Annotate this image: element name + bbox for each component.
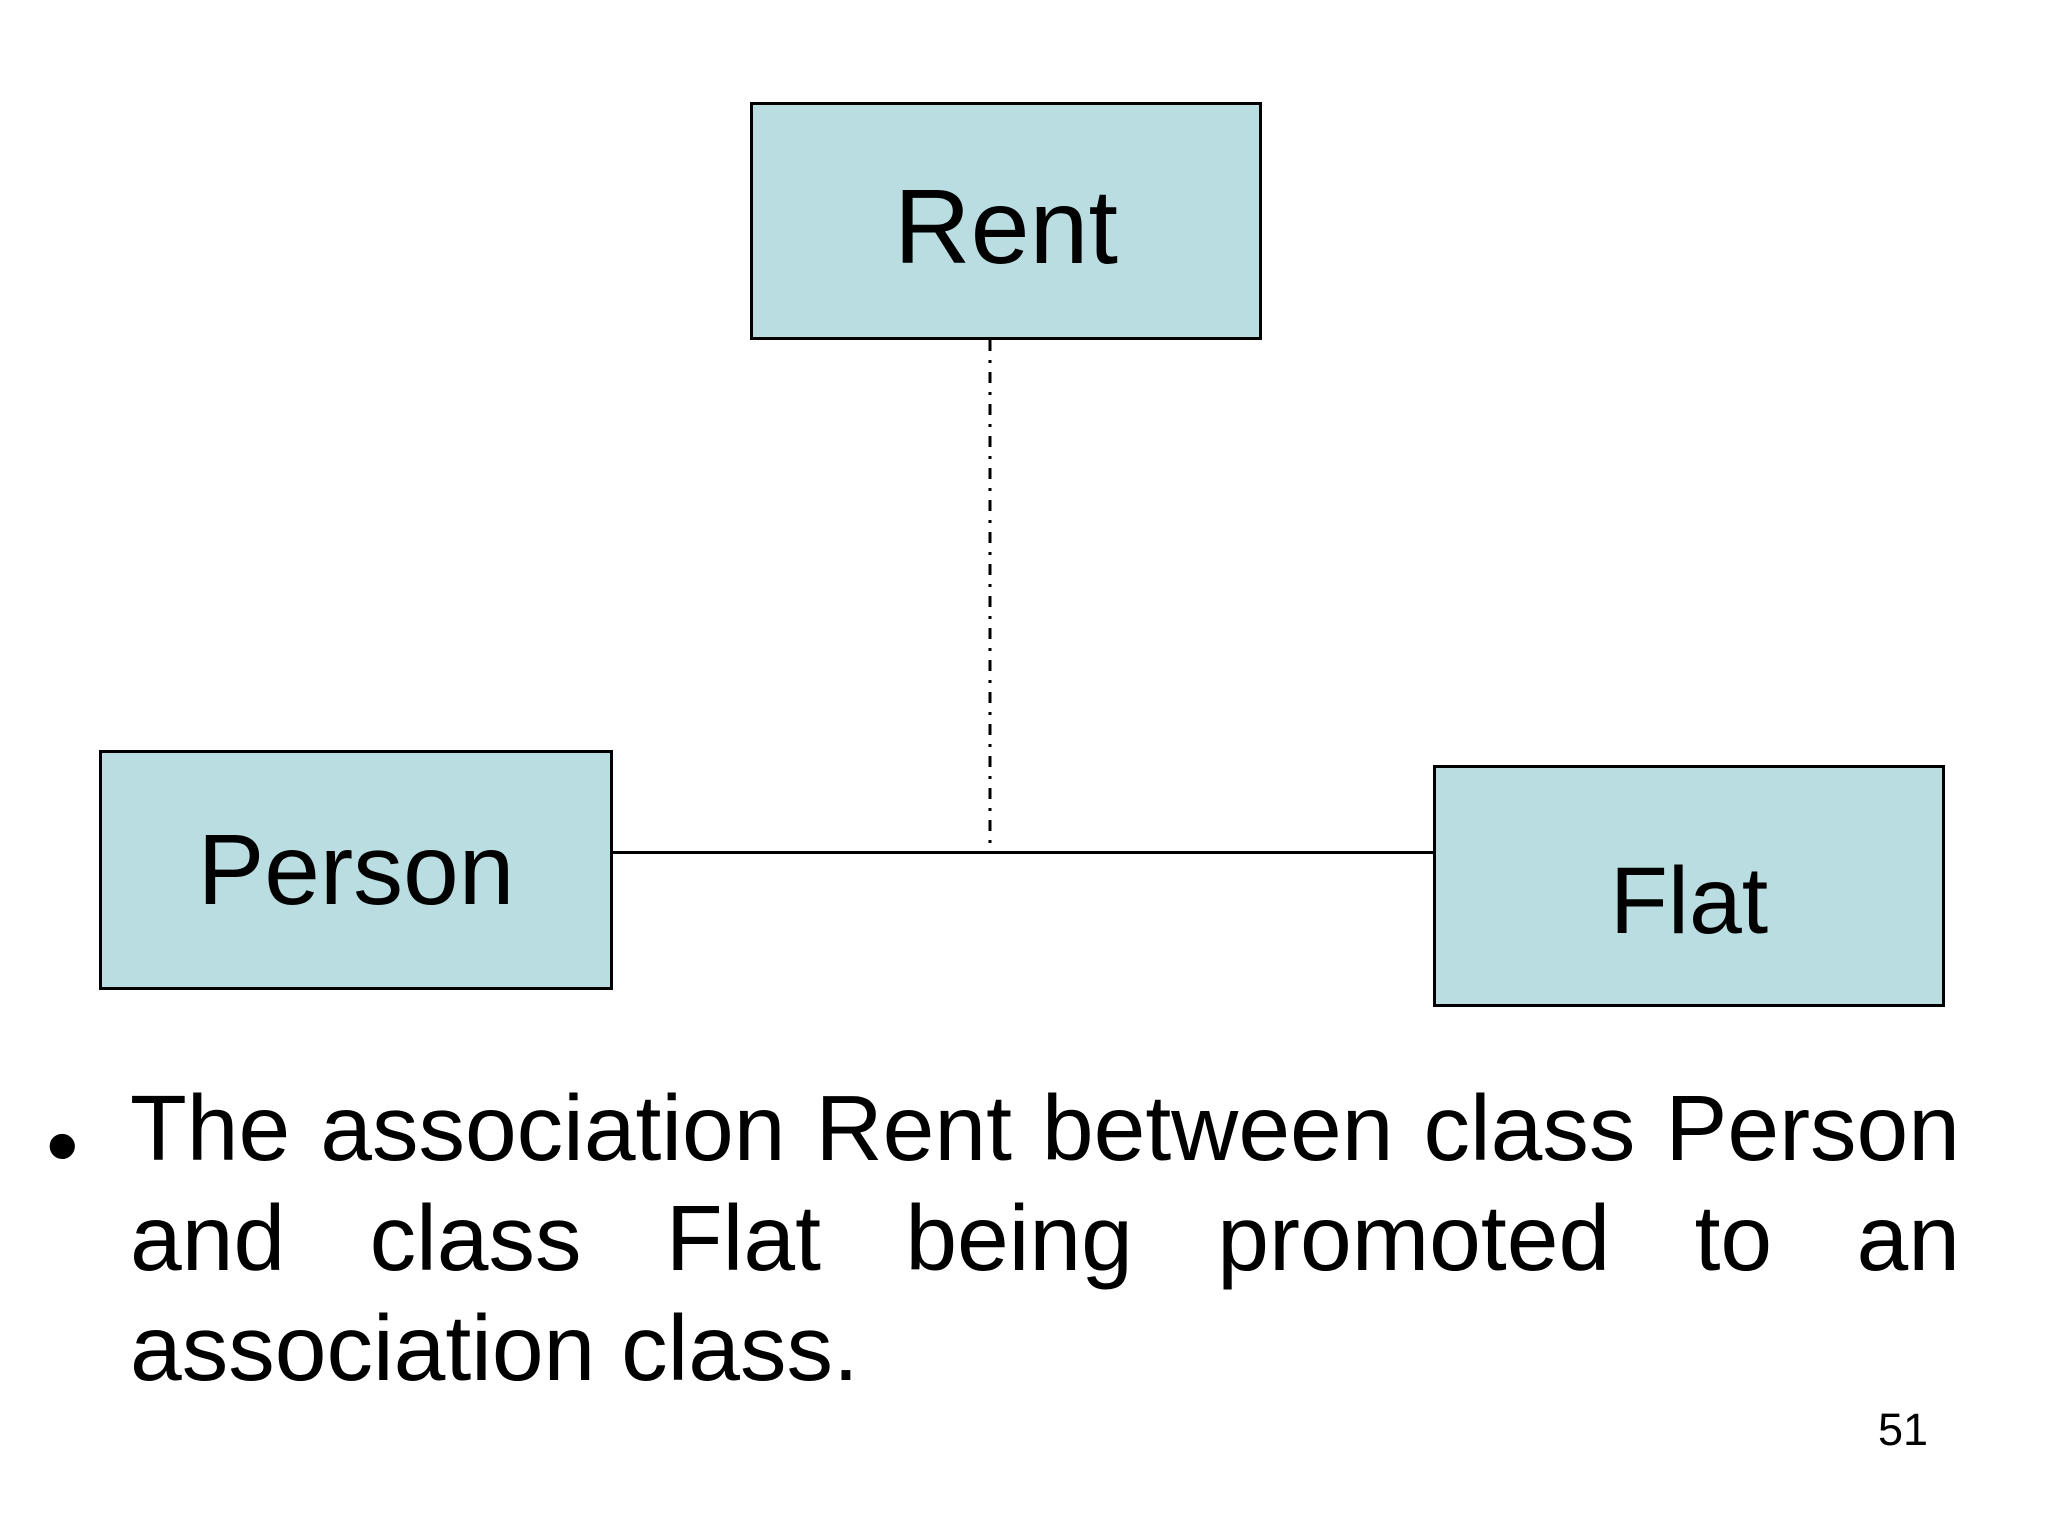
bullet-paragraph-line-2: and class Flat being promoted to an: [130, 1186, 1960, 1290]
bullet-marker-icon: •: [46, 1093, 79, 1197]
uml-class-box-flat: Flat: [1433, 765, 1945, 1007]
association-line-person-flat: [613, 851, 1433, 854]
uml-class-box-person: Person: [99, 750, 613, 990]
bullet-paragraph-line-3: association class.: [130, 1296, 859, 1400]
bullet-paragraph-line-1: The association Rent between class Perso…: [130, 1076, 1960, 1180]
page-number: 51: [1878, 1404, 1929, 1455]
uml-class-box-rent: Rent: [750, 102, 1262, 340]
association-class-connector-dashdot-line: [988, 340, 992, 851]
uml-class-label-flat: Flat: [1609, 847, 1769, 954]
uml-class-label-rent: Rent: [894, 167, 1118, 286]
uml-class-label-person: Person: [197, 813, 515, 926]
bullet-paragraph: The association Rent between class Perso…: [130, 1073, 1960, 1403]
